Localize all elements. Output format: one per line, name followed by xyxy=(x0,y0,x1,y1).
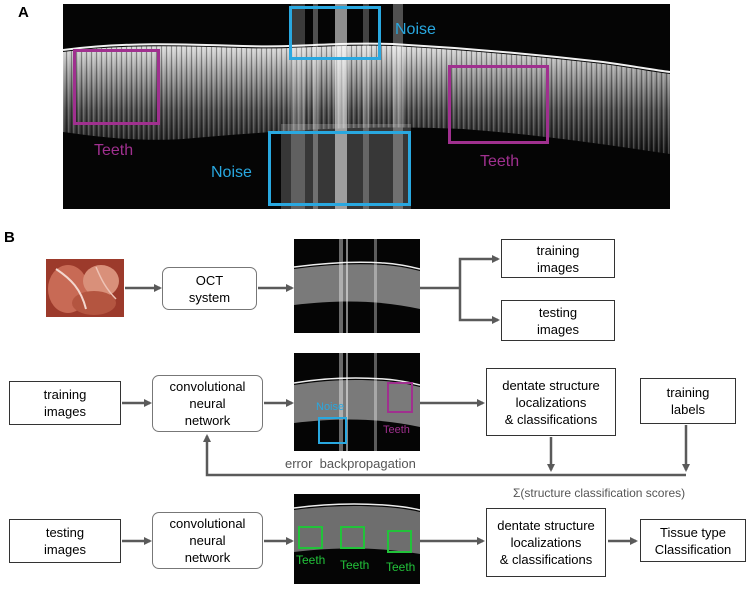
teeth-label-green-1: Teeth xyxy=(296,553,326,567)
testing-images-box-2: testing images xyxy=(9,519,121,563)
teeth-box-green-1 xyxy=(298,526,323,549)
tissue-photo-graphic xyxy=(46,259,124,317)
sum-scores-label: Σ(structure classification scores) xyxy=(513,486,686,500)
teeth-label-left: Teeth xyxy=(94,142,134,159)
training-images-box-1: training images xyxy=(501,239,615,278)
teeth-box-right xyxy=(448,65,549,144)
training-images-box-2: training images xyxy=(9,381,121,425)
teeth-label-right: Teeth xyxy=(480,153,520,170)
training-labels-box: training labels xyxy=(640,378,736,424)
oct-thumbnail-1 xyxy=(294,239,420,333)
teeth-label-small: Teeth xyxy=(383,424,410,436)
teeth-box-left xyxy=(73,49,160,125)
noise-label-small: Noise xyxy=(316,401,345,413)
noise-box-bottom xyxy=(268,131,411,206)
error-backprop-label: error backpropagation xyxy=(285,456,416,471)
cnn-box-training: convolutional neural network xyxy=(152,375,263,432)
teeth-box-green-3 xyxy=(387,530,412,553)
testing-images-box-1: testing images xyxy=(501,300,615,341)
tissue-type-classification-box: Tissue type Classification xyxy=(640,519,746,562)
panel-a-label: A xyxy=(18,4,29,21)
oct-system-box: OCT system xyxy=(162,267,257,310)
panel-b-label: B xyxy=(4,229,15,246)
oct-thumbnail-1-graphic xyxy=(294,239,420,333)
noise-label-bottom: Noise xyxy=(211,164,252,181)
oct-image-large-graphic xyxy=(63,4,670,209)
cnn-box-testing: convolutional neural network xyxy=(152,512,263,569)
tissue-photo xyxy=(46,259,124,317)
noise-label-top: Noise xyxy=(395,21,436,38)
noise-box-top xyxy=(289,6,381,60)
dentate-structure-box-2: dentate structure localizations & classi… xyxy=(486,508,606,577)
dentate-structure-box-1: dentate structure localizations & classi… xyxy=(486,368,616,436)
teeth-label-green-3: Teeth xyxy=(386,560,416,574)
noise-box-small xyxy=(318,417,347,444)
teeth-label-green-2: Teeth xyxy=(340,558,370,572)
oct-image-large xyxy=(63,4,670,209)
teeth-box-small xyxy=(387,382,413,413)
teeth-box-green-2 xyxy=(340,526,365,549)
